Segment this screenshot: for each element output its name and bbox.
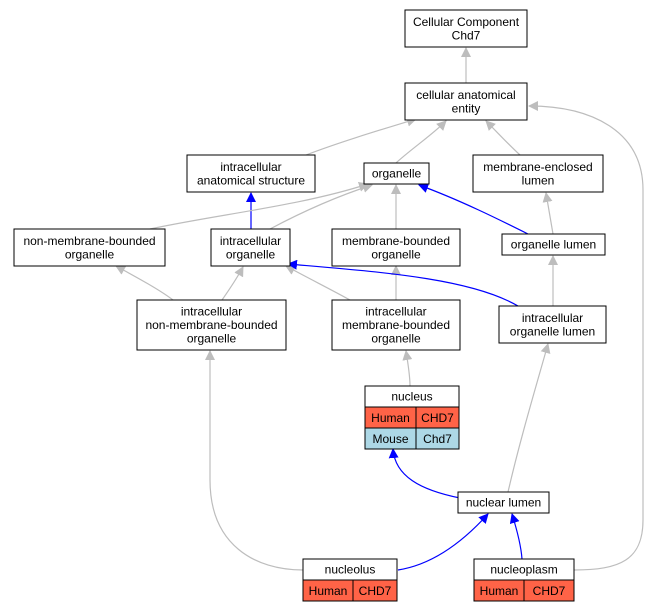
node-label: nuclear lumen (466, 496, 541, 510)
node-label: Cellular Component (413, 15, 520, 29)
gene-row-mouse: Mouse Chd7 (364, 427, 460, 450)
edge-ol-to-mel (542, 192, 554, 235)
node-label: organelle (372, 167, 422, 181)
gene-label: CHD7 (421, 411, 454, 425)
node-box (210, 228, 291, 267)
edge-inmbo-to-nmbo (115, 265, 174, 301)
node-organelle[interactable]: organelle (363, 162, 430, 185)
gene-label: CHD7 (359, 584, 392, 598)
gene-cell (352, 579, 398, 602)
node-box (363, 162, 430, 185)
edge-iol-to-io (287, 259, 519, 307)
node-label: anatomical structure (197, 173, 305, 187)
node-box (498, 305, 607, 344)
gene-row-human: Human CHD7 (473, 579, 575, 602)
node-label: intracellular (365, 305, 426, 319)
edge-nucleoplasm-to-nl (509, 513, 523, 560)
edge-imbo-to-io (285, 265, 351, 301)
gene-cell (415, 427, 460, 450)
node-label: organelle lumen (510, 324, 595, 338)
edge-ias-to-cae (305, 116, 417, 156)
node-inmbo[interactable]: intracellularnon-membrane-boundedorganel… (136, 299, 287, 351)
edge-nucleolus-to-inmbo (205, 350, 304, 571)
node-label: nucleoplasm (490, 563, 557, 577)
node-box (457, 491, 550, 514)
node-label: intracellular (522, 311, 583, 325)
species-label: Human (371, 411, 410, 425)
node-label: nucleolus (325, 563, 376, 577)
node-label: lumen (522, 173, 555, 187)
node-label: membrane-bounded (342, 318, 450, 332)
edge-inmbo-to-io (221, 266, 244, 301)
edge-nucleus-to-imbo (402, 350, 413, 387)
node-box (13, 228, 166, 267)
node-box (501, 233, 606, 256)
edge-organelle-to-cae (395, 120, 447, 164)
edge-nl-to-nucleus (388, 448, 461, 499)
gene-row-human: Human CHD7 (364, 406, 460, 429)
node-box (331, 228, 461, 267)
node-label: organelle lumen (511, 238, 596, 252)
node-box (472, 154, 604, 193)
node-label: organelle (371, 332, 421, 346)
node-label: organelle (187, 332, 237, 346)
node-box (404, 82, 528, 121)
node-label: membrane-enclosed (483, 160, 592, 174)
node-box (136, 299, 287, 351)
edge-nl-to-iol (507, 343, 551, 493)
node-ol[interactable]: organelle lumen (501, 233, 606, 256)
node-label: nucleus (391, 390, 432, 404)
species-label: Human (480, 584, 519, 598)
edges (115, 47, 644, 571)
edge-nucleoplasm-to-cae (528, 101, 644, 571)
edge-ol-to-organelle (418, 183, 529, 235)
node-box (404, 9, 528, 48)
node-nl[interactable]: nuclear lumen (457, 491, 550, 514)
species-label: Human (309, 584, 348, 598)
gene-row-human: Human CHD7 (302, 579, 398, 602)
node-label: Chd7 (452, 28, 481, 42)
node-box (186, 154, 316, 193)
species-label: Mouse (372, 432, 408, 446)
node-label: intracellular (220, 234, 281, 248)
node-label: entity (452, 101, 481, 115)
edge-nmbo-to-organelle (149, 182, 369, 230)
node-label: intracellular (220, 160, 281, 174)
gene-label: CHD7 (533, 584, 566, 598)
node-label: cellular anatomical (416, 88, 515, 102)
edge-mel-to-cae (485, 120, 521, 156)
gene-label: Chd7 (423, 432, 452, 446)
node-box (331, 299, 461, 351)
gene-cell (523, 579, 575, 602)
node-label: non-membrane-bounded (145, 318, 277, 332)
edge-nucleolus-to-nl (397, 513, 489, 571)
node-label: organelle (65, 247, 115, 261)
node-label: non-membrane-bounded (23, 234, 155, 248)
node-label: organelle (371, 247, 421, 261)
node-label: organelle (226, 247, 276, 261)
node-label: intracellular (181, 305, 242, 319)
node-label: membrane-bounded (342, 234, 450, 248)
